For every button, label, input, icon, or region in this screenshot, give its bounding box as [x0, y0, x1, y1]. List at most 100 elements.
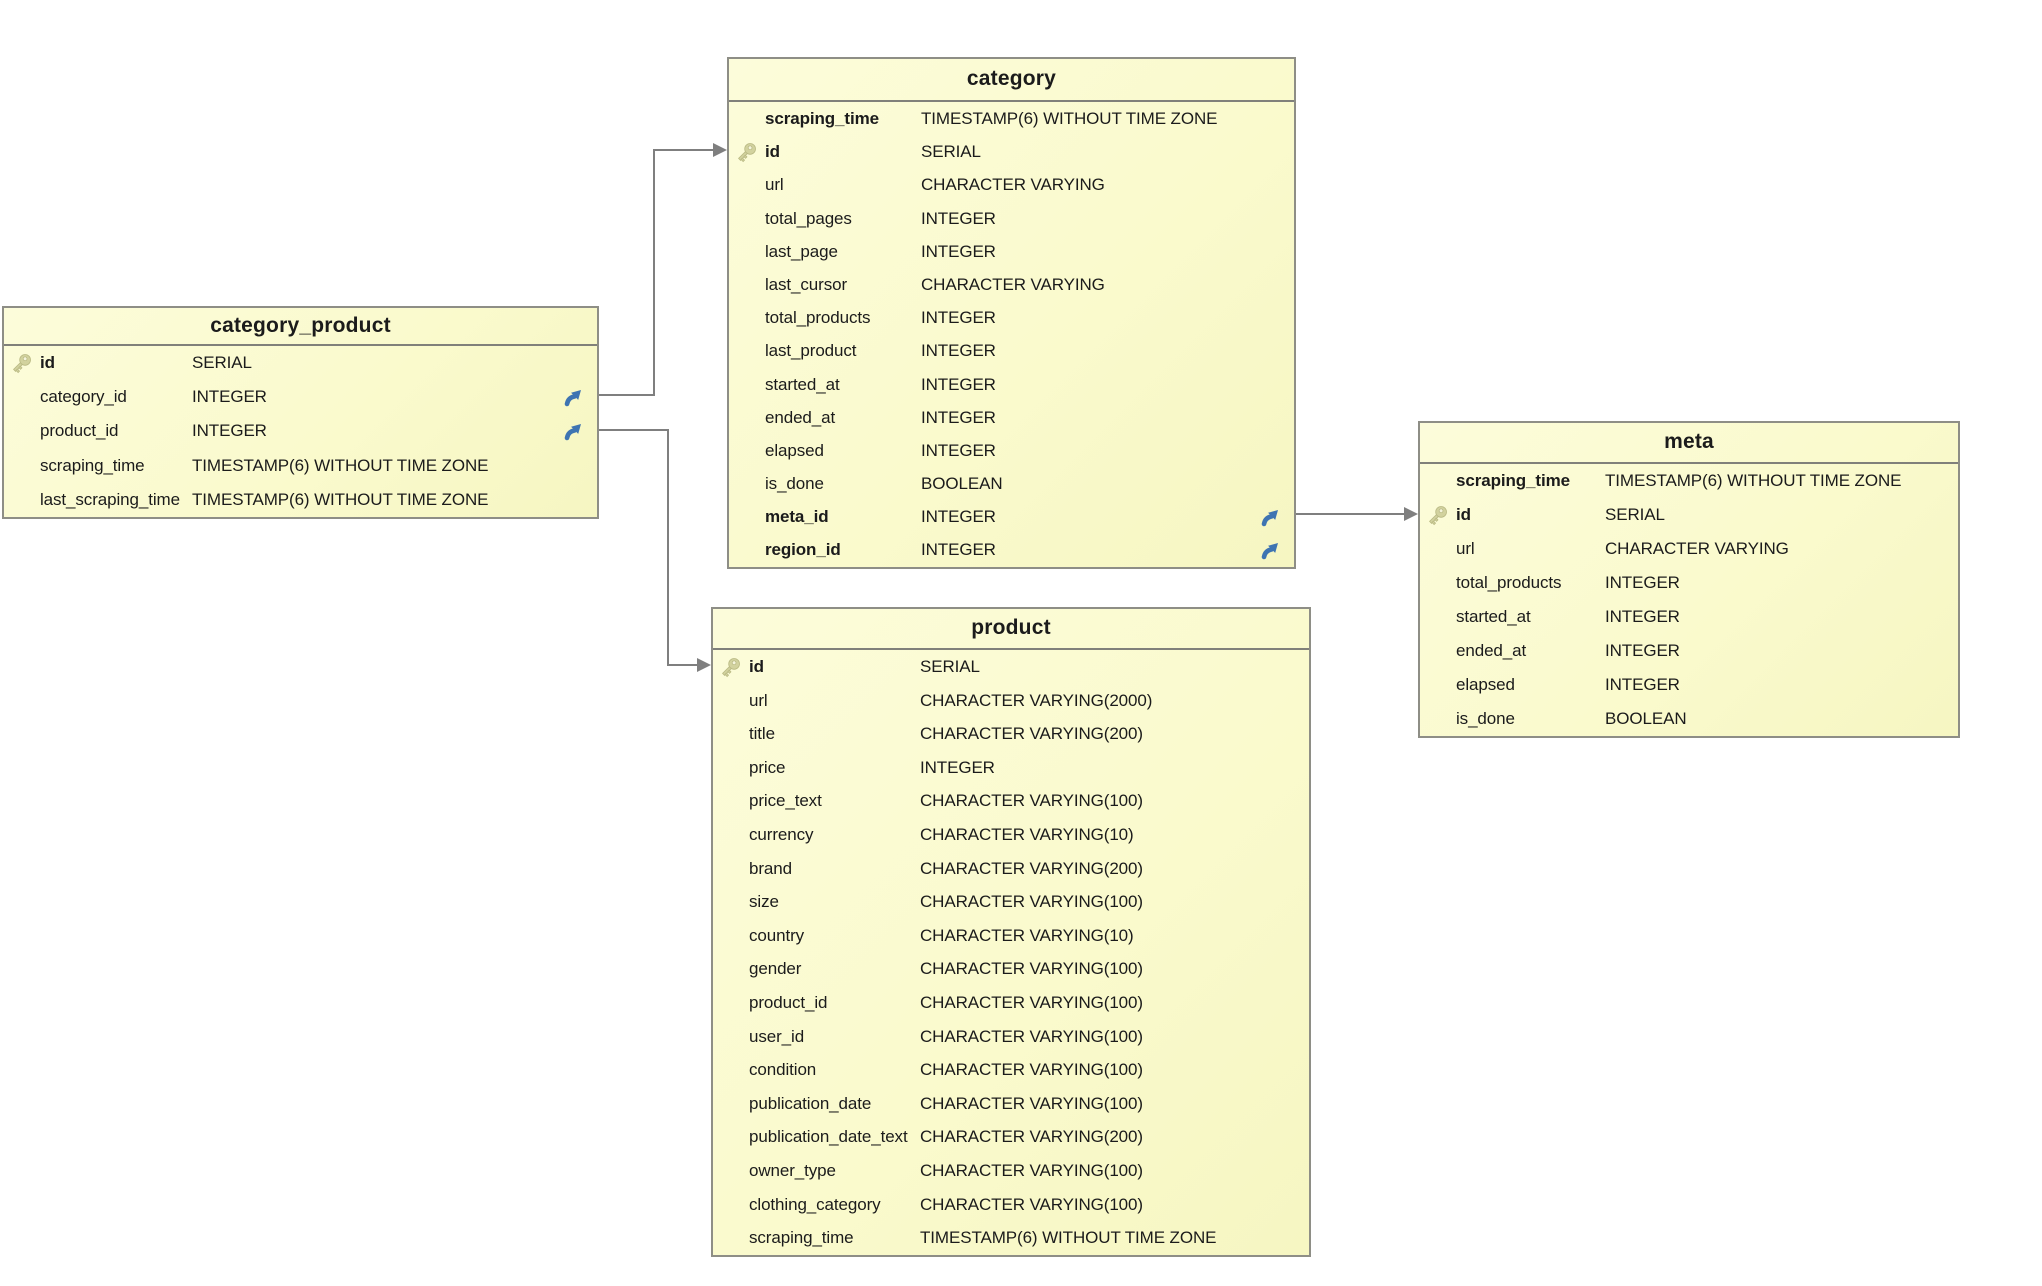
table-title-meta[interactable]: meta: [1420, 423, 1958, 464]
column-name: title: [749, 724, 775, 744]
primary-key-icon: [9, 351, 35, 375]
column-row-owner_type[interactable]: owner_type CHARACTER VARYING(100): [713, 1154, 1309, 1188]
column-type: CHARACTER VARYING: [921, 274, 1105, 294]
column-name: gender: [749, 959, 802, 979]
column-type: INTEGER: [921, 507, 996, 527]
column-row-id[interactable]: id SERIAL: [4, 346, 597, 380]
column-name: url: [1456, 539, 1475, 558]
column-type: INTEGER: [192, 421, 267, 441]
column-name: id: [40, 353, 55, 372]
column-name: last_scraping_time: [40, 489, 180, 509]
column-type: SERIAL: [921, 142, 981, 162]
column-type: CHARACTER VARYING(200): [920, 1127, 1143, 1147]
column-type: INTEGER: [920, 757, 995, 777]
column-row-ended_at[interactable]: ended_at INTEGER: [729, 401, 1294, 434]
column-type: INTEGER: [921, 540, 996, 560]
primary-key-icon: [718, 655, 744, 679]
column-name: total_products: [1456, 573, 1562, 592]
column-type: INTEGER: [921, 440, 996, 460]
column-row-meta_id[interactable]: meta_id INTEGER: [729, 500, 1294, 533]
table-title-category_product[interactable]: category_product: [4, 308, 597, 346]
column-name: condition: [749, 1060, 817, 1080]
column-type: SERIAL: [920, 657, 980, 676]
relationship-line: [599, 429, 698, 666]
table-title-category[interactable]: category: [729, 59, 1294, 102]
column-type: SERIAL: [1605, 505, 1665, 524]
column-name: started_at: [1456, 607, 1531, 626]
column-name: last_cursor: [765, 274, 848, 294]
foreign-key-arrow-icon: [563, 420, 585, 442]
column-type: CHARACTER VARYING(100): [920, 1060, 1143, 1080]
column-type: INTEGER: [921, 241, 996, 261]
column-row-last_scraping_time[interactable]: last_scraping_time TIMESTAMP(6) WITHOUT T…: [4, 483, 597, 517]
column-type: CHARACTER VARYING(100): [920, 1194, 1143, 1214]
column-row-last_product[interactable]: last_product INTEGER: [729, 334, 1294, 367]
column-row-condition[interactable]: condition CHARACTER VARYING(100): [713, 1053, 1309, 1087]
column-name: ended_at: [765, 407, 836, 427]
column-row-gender[interactable]: gender CHARACTER VARYING(100): [713, 952, 1309, 986]
column-name: last_product: [765, 341, 857, 361]
column-row-total_products[interactable]: total_products INTEGER: [1420, 566, 1958, 600]
column-type: CHARACTER VARYING(2000): [920, 690, 1153, 710]
column-type: CHARACTER VARYING(100): [920, 1026, 1143, 1046]
column-name: meta_id: [765, 507, 829, 527]
column-type: INTEGER: [921, 374, 996, 394]
table-title-product[interactable]: product: [713, 609, 1309, 650]
column-type: CHARACTER VARYING(100): [920, 1160, 1143, 1180]
column-name: total_products: [765, 308, 871, 328]
column-type: CHARACTER VARYING(100): [920, 892, 1143, 912]
column-type: CHARACTER VARYING(10): [920, 925, 1134, 945]
column-type: SERIAL: [192, 353, 252, 372]
column-type: CHARACTER VARYING(100): [920, 791, 1143, 811]
column-name: owner_type: [749, 1160, 836, 1180]
column-type: INTEGER: [921, 407, 996, 427]
foreign-key-arrow-icon: [1260, 539, 1282, 561]
column-type: TIMESTAMP(6) WITHOUT TIME ZONE: [192, 489, 489, 509]
column-name: elapsed: [1456, 675, 1515, 694]
column-row-last_cursor[interactable]: last_cursor CHARACTER VARYING: [729, 268, 1294, 301]
column-type: CHARACTER VARYING(100): [920, 959, 1143, 979]
column-type: INTEGER: [921, 341, 996, 361]
column-type: INTEGER: [1605, 573, 1680, 592]
column-name: product_id: [749, 992, 828, 1012]
